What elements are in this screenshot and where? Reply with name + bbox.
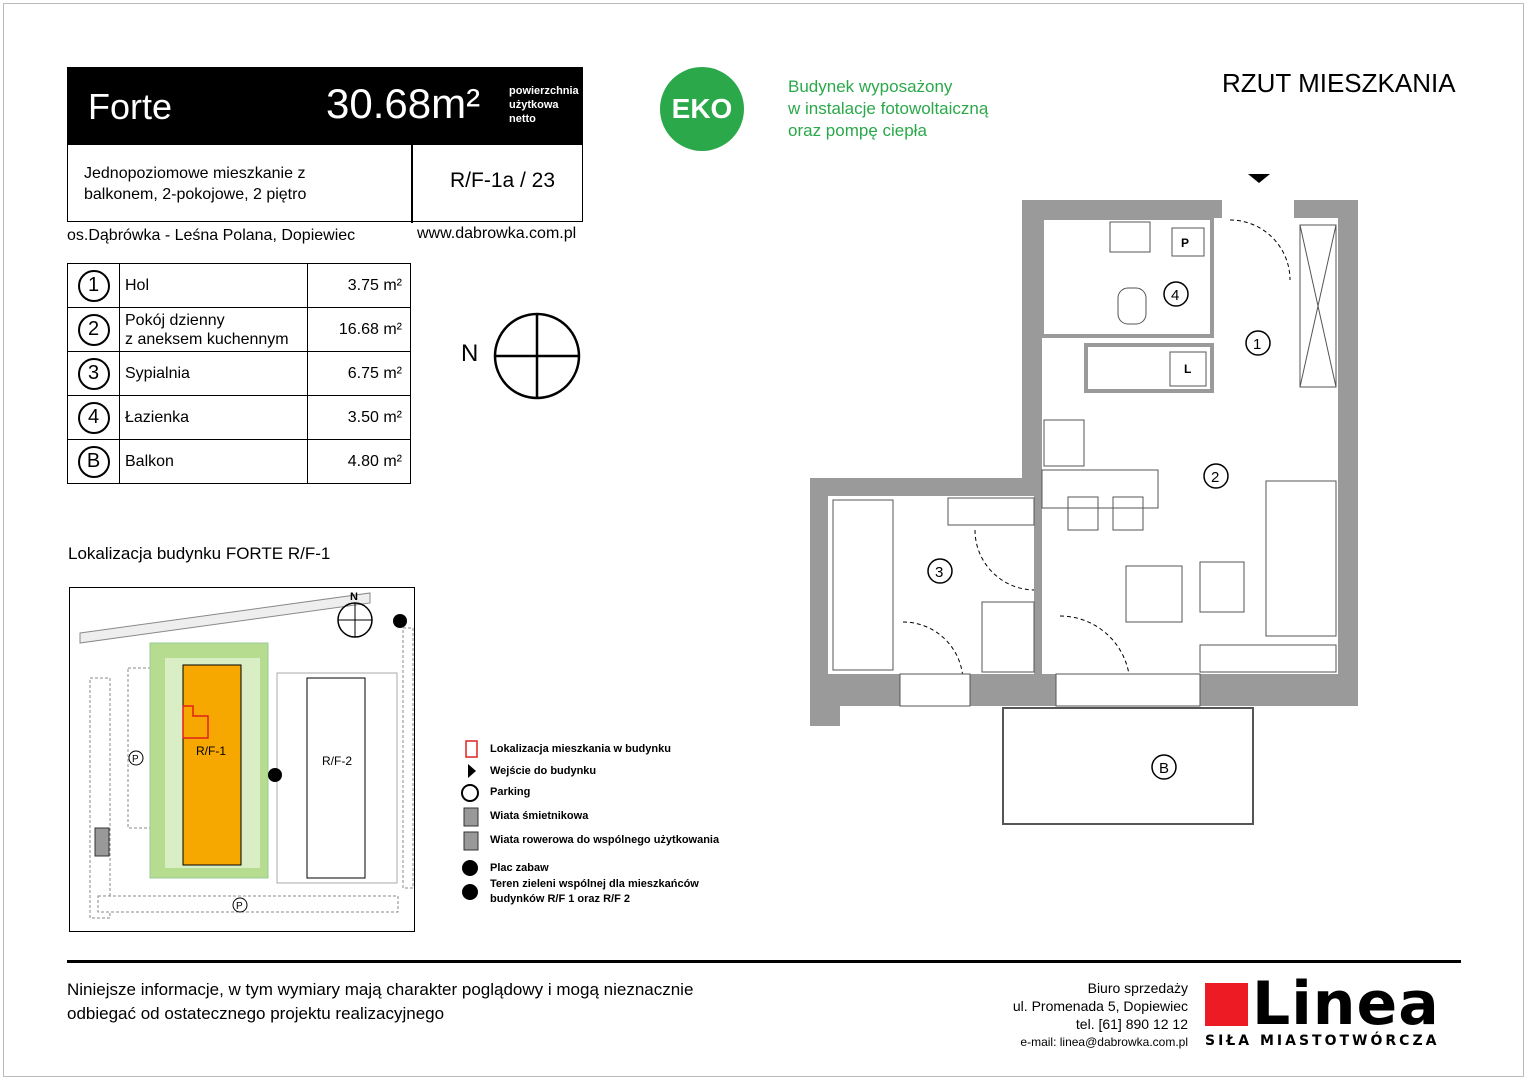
room-name: Sypialnia: [119, 351, 308, 396]
entrance-icon: [468, 764, 476, 778]
area-label: powierzchnia użytkowa netto: [509, 84, 579, 126]
room-name: Balkon: [119, 439, 308, 484]
legend-item: Lokalizacja mieszkania w budynku: [490, 743, 671, 755]
compass-label: N: [461, 340, 479, 367]
room-area: 3.75 m²: [307, 263, 411, 308]
room-area: 3.50 m²: [307, 395, 411, 440]
header-bar: Forte 30.68m² powierzchnia użytkowa nett…: [68, 68, 582, 145]
page-title: RZUT MIESZKANIA: [1222, 68, 1456, 98]
room-area: 16.68 m²: [307, 307, 411, 352]
playground-icon: [462, 860, 478, 876]
location-marker-icon: [465, 740, 478, 758]
building-rf1: [182, 664, 242, 866]
legend-item: budynków R/F 1 oraz R/F 2: [490, 893, 630, 905]
building-label-rf1: R/F-1: [196, 744, 226, 758]
room-number: 3: [77, 357, 110, 390]
parking-icon: [461, 784, 479, 802]
disclaimer-line: Niniejsze informacje, w tym wymiary mają…: [67, 980, 694, 999]
disclaimer-line: odbiegać od ostatecznego projektu realiz…: [67, 1004, 445, 1023]
area-label-line: netto: [509, 113, 536, 125]
room-name: Hol: [119, 263, 308, 308]
usable-area: 30.68m²: [326, 80, 481, 127]
office-line: tel. [61] 890 12 12: [1075, 1016, 1188, 1032]
building-rf2: [306, 677, 366, 879]
legend-item: Teren zieleni wspólnej dla mieszkańców: [490, 878, 699, 890]
site-map: N R/F-1 R/F-2 P P: [69, 587, 415, 932]
green-area-icon: [462, 884, 478, 900]
disclaimer: Niniejsze informacje, w tym wymiary mają…: [67, 978, 693, 1026]
logo-square: [1205, 983, 1248, 1026]
area-label-line: użytkowa: [509, 99, 559, 111]
apartment-header: Forte 30.68m² powierzchnia użytkowa nett…: [67, 67, 583, 223]
site-title: Lokalizacja budynku FORTE R/F-1: [68, 544, 331, 563]
divider: [411, 145, 413, 223]
apartment-description: Jednopoziomowe mieszkanie z balkonem, 2-…: [84, 163, 306, 205]
parking-icon: P: [132, 754, 139, 765]
page-frame: [3, 3, 1524, 1077]
legend-item: Parking: [490, 786, 531, 798]
legend-item: Wiata rowerowa do wspólnego użytkowania: [490, 834, 720, 846]
room-name: Pokój dzienny z aneksem kuchennym: [119, 307, 308, 352]
investment-name: Forte: [88, 86, 173, 127]
office-email[interactable]: e-mail: linea@dabrowka.com.pl: [1020, 1035, 1188, 1049]
eko-line: w instalacje fotowoltaiczną: [788, 99, 989, 118]
compass-icon: [493, 312, 581, 400]
logo-tagline: SIŁA MIASTOTWÓRCZA: [1205, 1033, 1440, 1049]
eko-badge: EKO: [660, 67, 744, 151]
room-name: Łazienka: [119, 395, 308, 440]
office-line: Biuro sprzedaży: [1087, 980, 1188, 996]
legend-item: Wiata śmietnikowa: [490, 810, 589, 822]
apartment-code: R/F-1a / 23: [450, 169, 556, 192]
website-link[interactable]: www.dabrowka.com.pl: [417, 225, 577, 242]
sales-office: Biuro sprzedaży ul. Promenada 5, Dopiewi…: [990, 979, 1188, 1051]
room-area: 4.80 m²: [307, 439, 411, 484]
parking-icon: P: [236, 901, 243, 912]
building-label-rf2: R/F-2: [322, 754, 352, 768]
eko-line: oraz pompę ciepła: [788, 121, 927, 140]
linea-logo: Linea: [1252, 969, 1440, 1039]
room-number: 2: [77, 313, 110, 346]
footer-divider: [67, 960, 1461, 963]
eko-line: Budynek wyposażony: [788, 77, 953, 96]
location-text: os.Dąbrówka - Leśna Polana, Dopiewiec: [67, 227, 356, 244]
apartment-location-marker: [182, 705, 209, 739]
trash-shelter-icon: [463, 807, 479, 827]
room-number: B: [77, 445, 110, 478]
room-number: 4: [77, 401, 110, 434]
description-line: balkonem, 2-pokojowe, 2 piętro: [84, 186, 307, 203]
bike-shelter-icon: [463, 831, 479, 851]
site-north: N: [350, 591, 358, 603]
legend-icons: [461, 740, 479, 900]
description-line: Jednopoziomowe mieszkanie z: [84, 165, 306, 182]
room-number: 1: [77, 269, 110, 302]
office-line: ul. Promenada 5, Dopiewiec: [1012, 998, 1188, 1014]
legend-item: Plac zabaw: [490, 862, 549, 874]
room-area: 6.75 m²: [307, 351, 411, 396]
eko-description: Budynek wyposażony w instalacje fotowolt…: [788, 76, 988, 142]
site-map-drawing: N R/F-1 R/F-2 P P: [79, 591, 414, 919]
area-label-line: powierzchnia: [509, 85, 579, 97]
legend-item: Wejście do budynku: [490, 765, 597, 777]
